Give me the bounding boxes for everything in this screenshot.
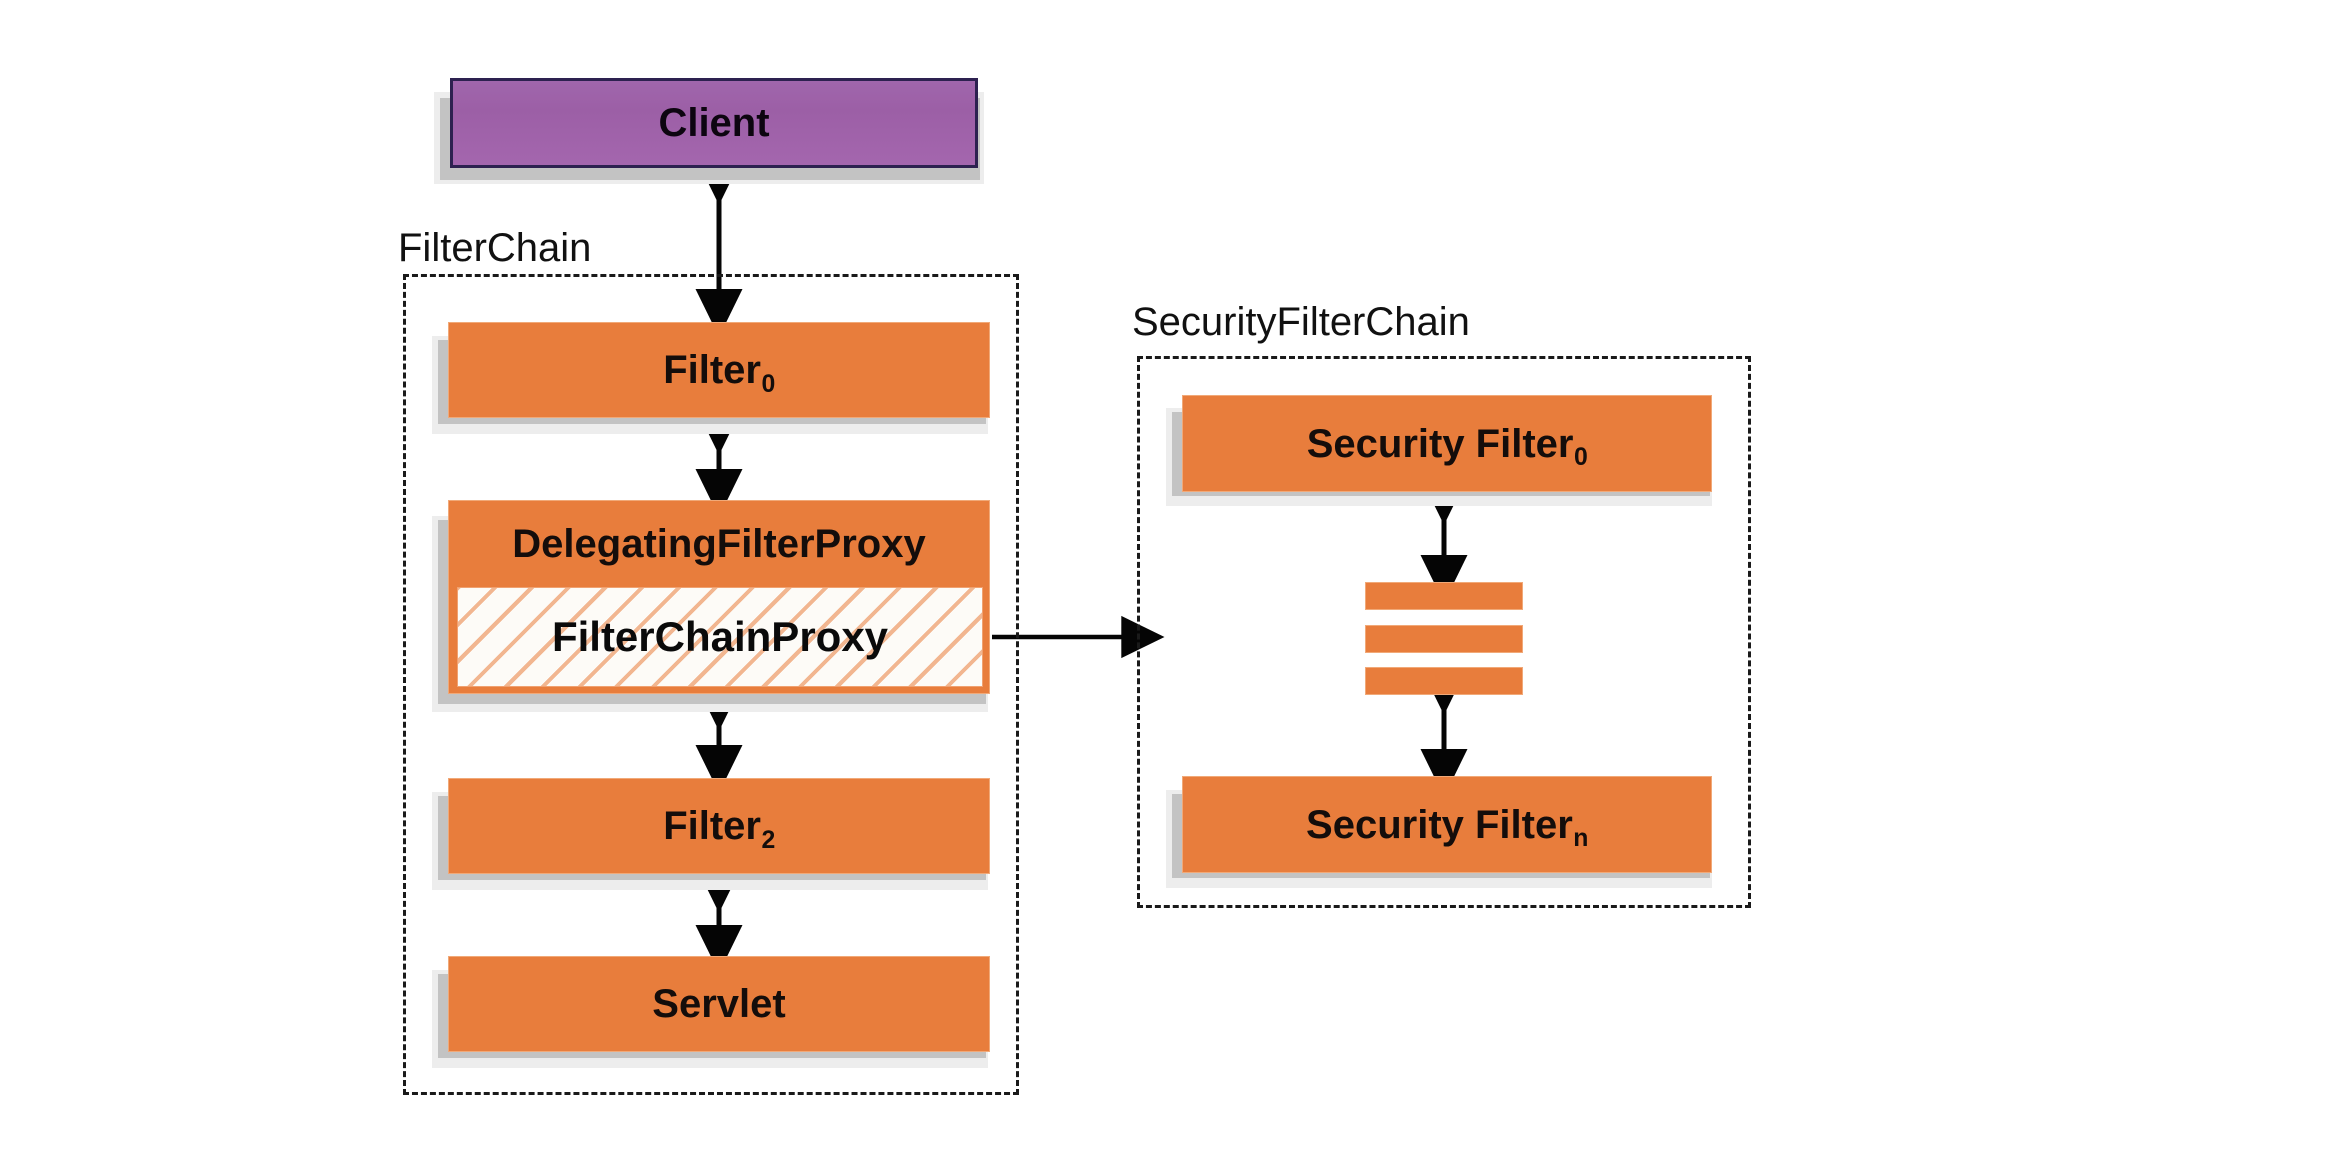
node-securityfiltern-label: Security Filtern bbox=[1306, 802, 1589, 853]
node-delegatingfilterproxy-label: DelegatingFilterProxy bbox=[512, 521, 926, 566]
node-securityfiltern[interactable]: Security Filtern bbox=[1182, 776, 1712, 873]
node-servlet-label: Servlet bbox=[652, 982, 786, 1026]
stack-bar-2 bbox=[1365, 625, 1523, 653]
node-securityfilter0-label: Security Filter0 bbox=[1306, 421, 1588, 472]
node-securityfilter0-subscript: 0 bbox=[1573, 444, 1588, 472]
node-filter0-label: Filter0 bbox=[663, 348, 776, 398]
node-filter2-label: Filter2 bbox=[663, 804, 776, 854]
node-filter0[interactable]: Filter0 bbox=[448, 322, 990, 418]
node-filterchainproxy[interactable]: FilterChainProxy bbox=[457, 587, 983, 687]
group-label-filterchain: FilterChain bbox=[398, 226, 592, 270]
node-client-label: Client bbox=[658, 101, 770, 145]
node-servlet[interactable]: Servlet bbox=[448, 956, 990, 1052]
node-securityfiltern-subscript: n bbox=[1573, 825, 1589, 853]
node-filter0-subscript: 0 bbox=[761, 370, 776, 398]
node-client[interactable]: Client bbox=[450, 78, 978, 168]
stack-bar-3 bbox=[1365, 667, 1523, 695]
group-label-securityfilterchain: SecurityFilterChain bbox=[1132, 300, 1470, 344]
node-filterchainproxy-label: FilterChainProxy bbox=[551, 613, 889, 660]
stack-bar-1 bbox=[1365, 582, 1523, 610]
node-filter2-subscript: 2 bbox=[761, 826, 776, 854]
group-box-securityfilterchain bbox=[1137, 356, 1751, 908]
node-filter2[interactable]: Filter2 bbox=[448, 778, 990, 874]
node-securityfilter0[interactable]: Security Filter0 bbox=[1182, 395, 1712, 492]
group-box-filterchain bbox=[403, 274, 1019, 1095]
node-delegatingfilterproxy[interactable]: DelegatingFilterProxy FilterChainProxy bbox=[448, 500, 990, 694]
